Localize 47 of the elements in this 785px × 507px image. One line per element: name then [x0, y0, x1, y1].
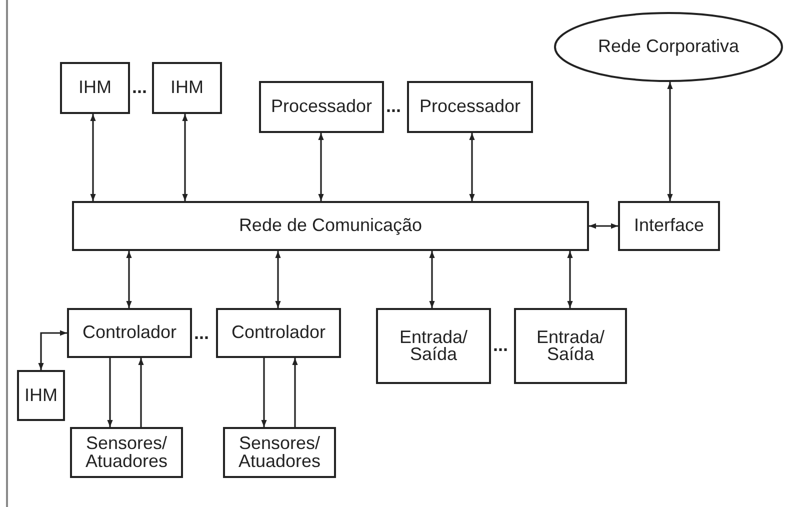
node-label: Rede de Comunicação	[238, 217, 422, 235]
process-box	[152, 62, 222, 114]
ellipse-node	[554, 12, 783, 82]
connector-arrow	[107, 358, 113, 427]
node-label: Processador	[270, 98, 372, 116]
connector-arrow	[292, 358, 298, 427]
ellipsis: ...	[194, 324, 210, 342]
process-box	[223, 427, 336, 478]
node-label: Entrada/ Saída	[535, 328, 606, 364]
process-box	[72, 201, 589, 251]
node-label: Processador	[419, 98, 521, 116]
process-box	[17, 370, 65, 421]
connector-arrow	[429, 251, 435, 308]
process-box	[60, 62, 130, 114]
process-box	[259, 81, 384, 133]
node-label: Rede Corporativa	[598, 38, 740, 56]
node-label: Controlador	[82, 324, 177, 342]
connector-arrow	[275, 251, 281, 308]
ellipsis: ...	[132, 78, 148, 96]
connector-arrow	[667, 82, 673, 201]
connector-arrow	[126, 251, 132, 308]
node-label: IHM	[170, 79, 204, 97]
connector-arrow	[182, 114, 188, 201]
process-box	[376, 308, 491, 384]
node-label: Sensores/ Atuadores	[84, 435, 169, 470]
node-label: Entrada/ Saída	[398, 328, 469, 364]
node-label: Controlador	[231, 324, 326, 342]
connector-arrow	[318, 133, 324, 201]
node-label: IHM	[24, 386, 58, 404]
process-box	[216, 308, 341, 358]
ellipsis: ...	[386, 97, 402, 115]
process-box	[514, 308, 627, 384]
process-box	[70, 427, 183, 478]
connector-arrow	[38, 330, 67, 370]
connector-arrow	[567, 251, 573, 308]
node-label: Interface	[634, 217, 704, 235]
connector-arrow	[138, 358, 144, 427]
process-box	[407, 81, 533, 133]
process-box	[67, 308, 192, 358]
connector-arrow	[261, 358, 267, 427]
node-label: IHM	[78, 79, 112, 97]
connector-arrow	[589, 223, 618, 229]
connector-arrow	[90, 114, 96, 201]
node-label: Sensores/ Atuadores	[237, 435, 322, 470]
connector-arrow	[469, 133, 475, 201]
process-box	[618, 201, 720, 251]
ellipsis: ...	[493, 336, 508, 354]
